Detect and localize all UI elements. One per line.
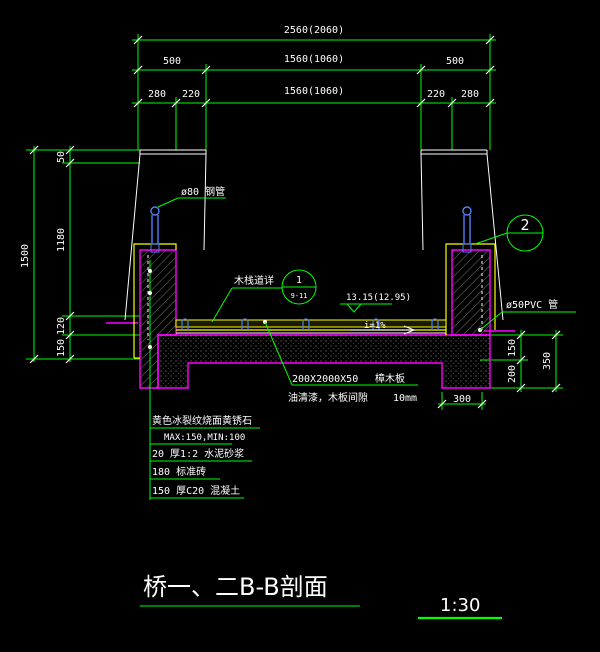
right-wall [445,243,496,336]
wood-deck [175,318,447,334]
label-board-gap: 10mm [393,393,417,404]
label-slope: i=1% [364,321,386,331]
dim-overall-width: 2560(2060) [284,25,344,36]
label-deck-detail: 木栈道详 [234,274,274,287]
dim-v-150: 150 [56,339,67,357]
dim-seg-220-right: 220 [427,89,445,100]
dim-r-350: 350 [542,352,553,370]
board-annotation: 200X2000X50 樟木板 油清漆，木板间隙 10mm [263,320,418,404]
layer-3: 180 标准砖 [152,465,206,478]
dim-total-height: 1500 [20,244,31,268]
dim-side-right: 500 [446,56,464,67]
pipe-annotation: ø80 钢管 [157,185,226,208]
dim-footing-300: 300 [453,394,471,405]
dim-middle-width-2: 1560(1060) [284,86,344,97]
label-board-type: 樟木板 [375,372,405,385]
label-board-finish: 油清漆，木板间隙 [288,391,368,404]
callout-1: 木栈道详 1 9-11 [211,269,317,323]
left-dimensions: 1500 50 1180 120 150 [20,145,140,364]
label-pvc: ø50PVC 管 [506,298,558,311]
callout-2-number: 2 [520,216,529,234]
label-pipe: ø80 钢管 [181,185,225,198]
layer-2: 20 厚1:2 水泥砂浆 [152,447,244,460]
title-block: 桥一、二B-B剖面 1:30 [140,573,502,620]
layer-1: 黄色冰裂纹烧面黄锈石 [152,414,252,427]
pier-outlines [124,149,504,321]
dim-seg-280-left: 280 [148,89,166,100]
layer-4: 150 厚C20 混凝土 [152,484,240,497]
callout-2: 2 [474,214,544,252]
dim-v-120: 120 [56,317,67,335]
dim-v-50: 50 [56,151,67,163]
footing-dimension: 300 [437,392,487,410]
dim-seg-220-left: 220 [182,89,200,100]
label-board-size: 200X2000X50 [292,374,358,385]
top-dimensions: 2560(2060) 500 1560(1060) 500 280 220 15… [132,25,496,150]
right-dimensions: 150 200 350 [480,330,563,393]
base-slab [157,334,491,389]
label-elevation: 13.15(12.95) [346,293,411,303]
slope-mark: i=1% [350,321,416,335]
dim-v-1180: 1180 [56,228,67,252]
layer-leader: 黄色冰裂纹烧面黄锈石 MAX:150,MIN:100 20 厚1:2 水泥砂浆 … [148,260,260,500]
dim-seg-280-right: 280 [461,89,479,100]
dim-side-left: 500 [163,56,181,67]
pvc-annotation: ø50PVC 管 [478,298,576,332]
callout-1-number: 1 [296,275,302,286]
right-railing [462,206,472,253]
dim-r-150: 150 [507,339,518,357]
layer-1-range: MAX:150,MIN:100 [164,433,245,443]
drawing-scale: 1:30 [440,595,480,616]
dim-r-200: 200 [507,365,518,383]
callout-1-sheet: 9-11 [291,292,308,300]
elevation-mark: 13.15(12.95) [340,293,411,313]
drawing-title: 桥一、二B-B剖面 [143,573,328,601]
dim-middle-width: 1560(1060) [284,54,344,65]
left-railing [150,206,160,253]
